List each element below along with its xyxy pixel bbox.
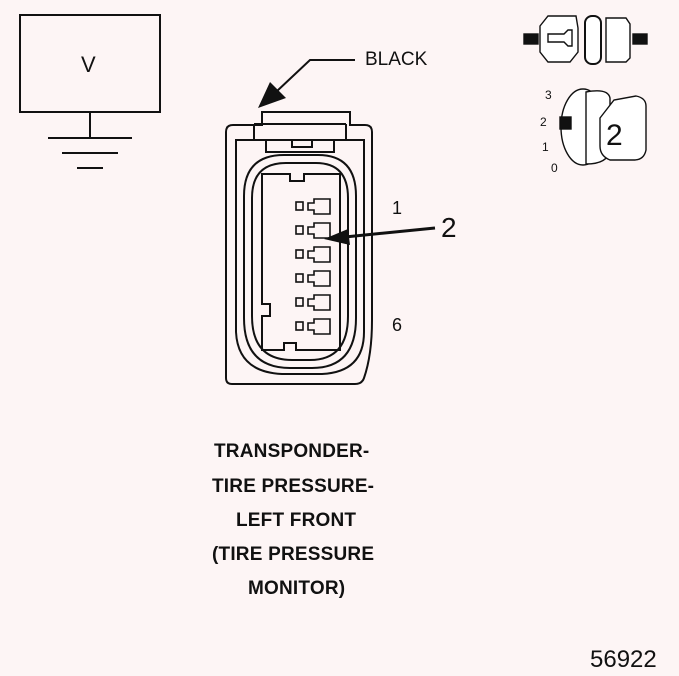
pin-cavities <box>295 198 331 335</box>
ignition-switch-icon <box>559 88 647 166</box>
pin-cavity-4 <box>295 270 331 287</box>
connector-side-view-icon <box>523 15 648 65</box>
wire-color-label: BLACK <box>365 49 428 70</box>
pin-cavity-6 <box>295 318 331 335</box>
pin-cavity-1 <box>295 198 331 215</box>
caption-line-5: MONITOR) <box>248 578 346 599</box>
switch-position-2: 2 <box>540 115 547 129</box>
pin-cavity-2 <box>295 222 331 239</box>
caption-line-2: TIRE PRESSURE- <box>212 476 375 497</box>
connector-face <box>225 111 373 385</box>
caption-line-1: TRANSPONDER- <box>214 441 370 462</box>
connector-seal-inner <box>251 162 349 361</box>
pin-number-first: 1 <box>392 198 403 218</box>
voltmeter-label: V <box>81 52 96 77</box>
leader-arrowhead <box>258 82 286 108</box>
callout-arrowhead <box>324 229 350 245</box>
connector-latch-top <box>253 123 347 153</box>
connector-outer-shell <box>225 111 373 385</box>
pin-cavity-5 <box>295 294 331 311</box>
callout-arrow <box>324 226 436 245</box>
wire-color-leader <box>258 59 355 108</box>
connector-inner-shell <box>235 139 365 375</box>
connector-pin-housing <box>261 173 341 351</box>
pin-number-last: 6 <box>392 315 403 335</box>
callout-number: 2 <box>441 212 457 243</box>
key-number: 2 <box>606 119 623 152</box>
figure-number: 56922 <box>590 646 657 673</box>
switch-position-3: 3 <box>545 88 552 102</box>
caption-line-3: LEFT FRONT <box>236 510 357 531</box>
connector-seal-outer <box>243 154 357 369</box>
switch-position-1: 1 <box>542 140 549 154</box>
pin-cavity-3 <box>295 246 331 263</box>
switch-position-marker <box>559 116 572 130</box>
switch-position-0: 0 <box>551 161 558 175</box>
caption-line-4: (TIRE PRESSURE <box>212 544 375 565</box>
voltmeter-symbol <box>19 14 161 169</box>
